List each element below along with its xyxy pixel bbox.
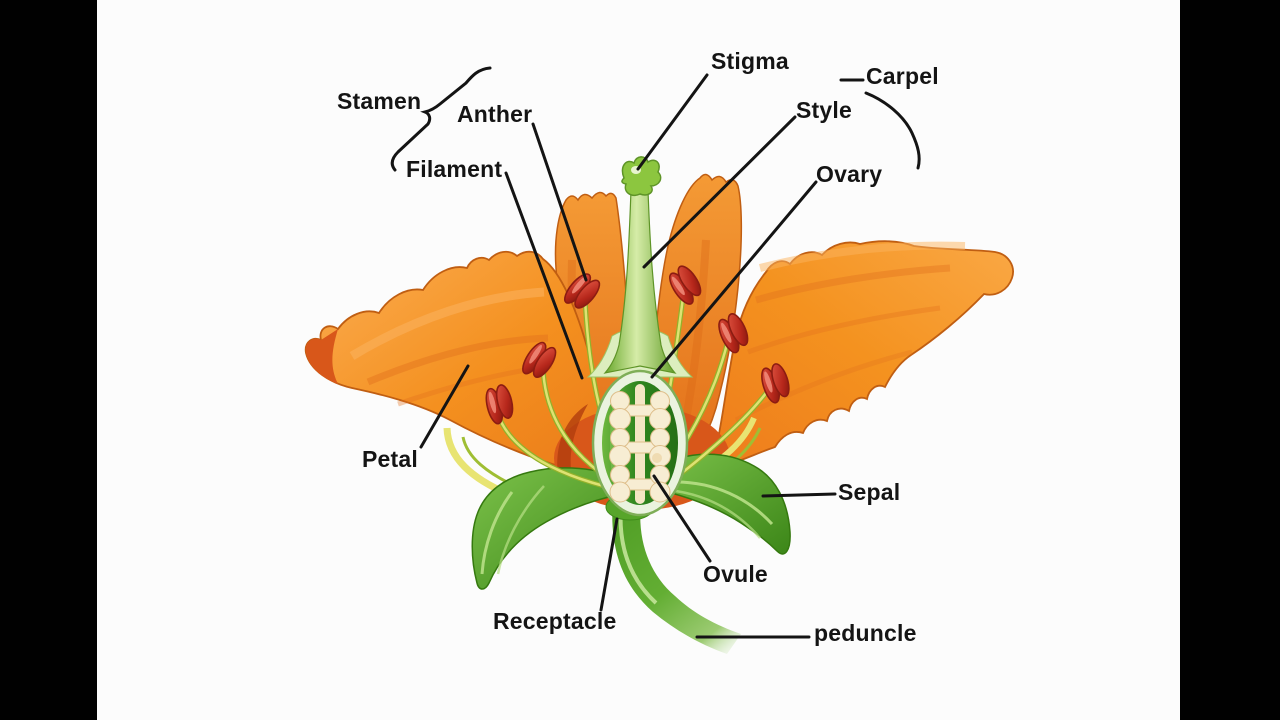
ovule-4a	[650, 428, 670, 448]
sepal-left-vein-2	[496, 485, 545, 575]
carpel-bracket	[864, 91, 921, 170]
label-peduncle: peduncle	[814, 620, 917, 646]
label-ovule: Ovule	[703, 561, 768, 587]
letterbox-right	[1180, 0, 1280, 720]
petal-right-highlight	[759, 241, 966, 272]
sepal-right-vein-1	[675, 480, 774, 526]
ovule-shade	[652, 453, 662, 463]
sepal-right-group	[647, 453, 791, 555]
leader-style	[642, 115, 797, 269]
ovule-6b	[649, 481, 671, 503]
label-carpel: Carpel	[866, 63, 939, 89]
stigma-knob	[621, 156, 662, 196]
petal-left-shade-1	[366, 334, 549, 386]
petal-right-shade-2	[747, 305, 941, 355]
ovule-3b	[609, 445, 631, 467]
label-style: Style	[796, 97, 852, 123]
carpel-group	[586, 156, 694, 378]
sepal-left-vein-1	[480, 491, 514, 575]
petal-right-shade-3	[734, 349, 913, 423]
ovule-2b	[649, 408, 671, 430]
leader-sepal	[761, 492, 837, 498]
ovule-2a	[650, 391, 670, 411]
petal-right-shade-1	[755, 264, 951, 304]
letterbox-left	[0, 0, 97, 720]
leader-ovule	[652, 474, 712, 563]
ovule-1a	[610, 391, 630, 411]
petal-left-highlight	[349, 287, 545, 360]
label-filament: Filament	[406, 156, 503, 182]
ovule-1b	[609, 408, 631, 430]
ovule-3a	[610, 428, 630, 448]
ovary-group	[591, 369, 689, 517]
leader-stigma	[636, 73, 709, 171]
label-stamen: Stamen	[337, 88, 422, 114]
leader-ovary	[650, 180, 818, 379]
leader-lines	[390, 66, 921, 639]
label-anther: Anther	[457, 101, 533, 127]
label-stigma: Stigma	[711, 48, 789, 74]
petal-left-tip-shade	[305, 329, 338, 384]
ovule-5b	[609, 481, 631, 503]
label-sepal: Sepal	[838, 479, 901, 505]
label-petal: Petal	[362, 446, 418, 472]
leader-anther	[531, 122, 588, 282]
petal-left-group	[304, 250, 618, 482]
label-receptacle: Receptacle	[493, 608, 617, 634]
leader-filament	[504, 171, 584, 380]
leader-receptacle	[599, 517, 619, 612]
leader-petal	[419, 364, 470, 449]
sepal-right-vein-2	[667, 488, 761, 539]
petal-right-group	[710, 240, 1014, 468]
petal-left	[304, 250, 618, 482]
label-ovary: Ovary	[816, 161, 883, 187]
stamen-brace	[390, 66, 492, 172]
ovule-cluster	[609, 391, 671, 503]
